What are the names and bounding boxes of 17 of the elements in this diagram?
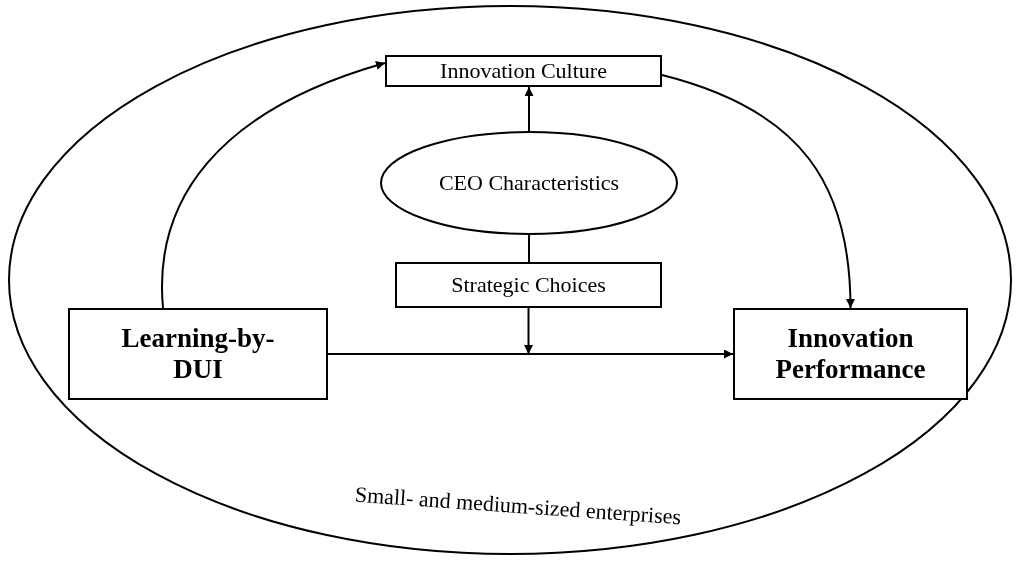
enclosing-ellipse xyxy=(8,5,1012,555)
process-box xyxy=(385,55,662,87)
process-box xyxy=(733,308,968,400)
node-label: CEO Characteristics xyxy=(437,170,621,196)
arrow xyxy=(661,74,855,309)
node-label: Learning-by-DUI xyxy=(120,322,276,386)
arrow xyxy=(327,349,734,359)
arrow xyxy=(524,86,534,132)
node-label: Innovation Performance xyxy=(774,322,927,386)
ellipse-node xyxy=(380,131,678,235)
group-label: Small- and medium-sized enterprises xyxy=(353,480,683,532)
arrow xyxy=(161,61,386,309)
node-label: Strategic Choices xyxy=(450,272,607,298)
process-box xyxy=(395,262,662,308)
process-box xyxy=(68,308,328,400)
arrow xyxy=(524,307,533,355)
node-label: Innovation Culture xyxy=(439,58,608,84)
